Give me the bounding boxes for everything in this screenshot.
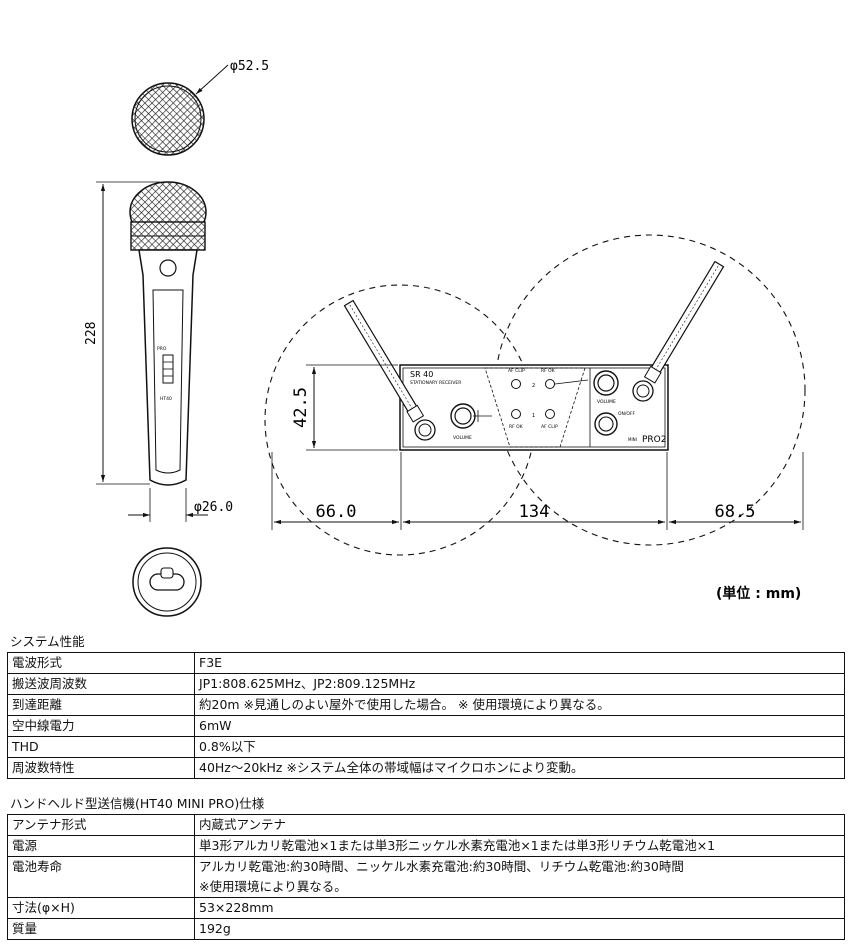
dim-left-label: 66.0 [316,502,357,522]
row-value: JP1:808.625MHz、JP2:809.125MHz [194,673,845,695]
receiver-height-dimension: 42.5 [291,364,398,451]
ch1-label: 1 [532,413,535,419]
mic-length-dimension: 228 [84,181,160,485]
system-spec-title: システム性能 [10,634,85,649]
right-antenna [632,260,725,402]
mic-length-label: 228 [84,322,99,345]
row-value: 単3形アルカリ乾電池×1または単3形ニッケル水素充電池×1または単3形リチウム乾… [194,835,845,857]
row-label: 質量 [7,918,195,940]
row-value: 約20m ※見通しのよい屋外で使用した場合。 ※ 使用環境により異なる。 [194,694,845,716]
mic-model-text: HT40 [160,396,172,402]
af-clip-label-ch1: AF CLIP [541,424,558,430]
mic-bottom-view [132,547,202,617]
dim-center-label: 134 [519,502,550,522]
row-value: アルカリ乾電池:約30時間、ニッケル水素充電池:約30時間、リチウム乾電池:約3… [194,856,845,898]
row-label: 電波形式 [7,652,195,674]
dim-right-label: 68.5 [715,502,756,522]
row-label: 寸法(φ×H) [7,897,195,919]
row-label: 電池寿命 [7,856,195,898]
receiver-width-dimensions: 66.0 134 68.5 [271,452,804,530]
row-label: 周波数特性 [7,757,195,779]
receiver-subtitle: STATIONARY RECEIVER [410,380,461,386]
mic-head-top-view [131,82,205,156]
row-value: 6mW [194,715,845,737]
table-row: 寸法(φ×H)53×228mm [7,897,845,919]
volume-label-right: VOLUME [597,399,616,405]
receiver-model: SR 40 [410,370,433,379]
volume-label-left: VOLUME [453,435,472,441]
mini-label: MINI [628,437,637,442]
row-label: 到達距離 [7,694,195,716]
table-row: 到達距離約20m ※見通しのよい屋外で使用した場合。 ※ 使用環境により異なる。 [7,694,845,716]
af-clip-label-ch2: AF CLIP [508,368,525,374]
row-value: 192g [194,918,845,940]
mic-logo-text: PRO [157,346,167,352]
mic-handle-diameter-dimension: φ26.0 [128,488,233,522]
handheld-spec-table: アンテナ形式内蔵式アンテナ 電源単3形アルカリ乾電池×1または単3形ニッケル水素… [7,814,845,940]
table-row: 電池寿命アルカリ乾電池:約30時間、ニッケル水素充電池:約30時間、リチウム乾電… [7,856,845,898]
dimension-drawing: φ52.5 PRO HT40 228 φ26.0 [84,59,806,617]
unit-note: (単位 : mm) [716,585,801,602]
mic-side-view: PRO HT40 [129,181,207,486]
row-label: アンテナ形式 [7,814,195,836]
row-value: F3E [194,652,845,674]
rf-ok-label-ch1: RF OK [509,424,524,430]
row-value: 0.8%以下 [194,736,845,758]
receiver-brand: PRO2 [642,435,667,445]
handle-diameter-label: φ26.0 [194,500,233,515]
handheld-spec-title: ハンドヘルド型送信機(HT40 MINI PRO)仕様 [10,796,265,811]
row-value: 内蔵式アンテナ [194,814,845,836]
rf-ok-label-ch2: RF OK [541,368,556,374]
receiver-front-panel: SR 40 STATIONARY RECEIVER VOLUME AF CLIP… [399,364,669,451]
power-switch-label: ON/OFF [618,411,636,417]
row-value: 40Hz～20kHz ※システム全体の帯域幅はマイクロホンにより変動。 [194,757,845,779]
head-diameter-leader: φ52.5 [195,59,269,95]
row-label: 空中線電力 [7,715,195,737]
row-label: 電源 [7,835,195,857]
row-label: 搬送波周波数 [7,673,195,695]
table-row: アンテナ形式内蔵式アンテナ [7,814,845,836]
receiver-height-label: 42.5 [291,387,311,428]
table-row: 電源単3形アルカリ乾電池×1または単3形ニッケル水素充電池×1または単3形リチウ… [7,835,845,857]
ch2-label: 2 [532,383,535,389]
head-diameter-label: φ52.5 [230,59,269,74]
row-value: 53×228mm [194,897,845,919]
left-antenna [343,299,436,441]
row-label: THD [7,736,195,758]
